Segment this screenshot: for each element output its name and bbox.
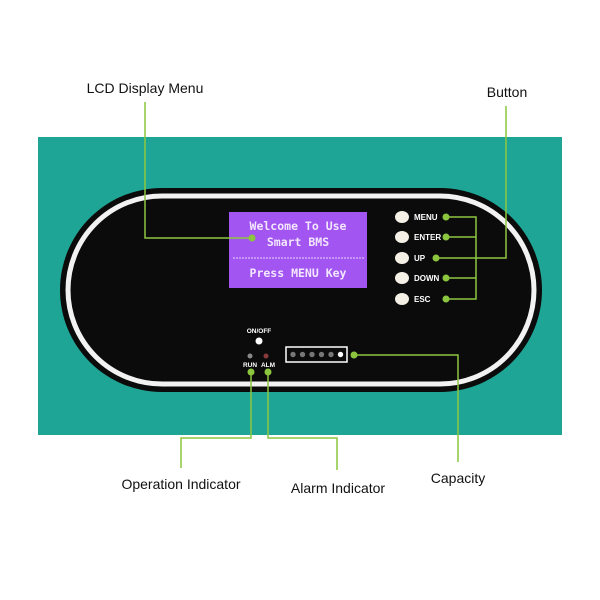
run-label: RUN: [243, 362, 257, 369]
onoff-button[interactable]: [255, 337, 263, 345]
button-label-enter: ENTER: [414, 233, 441, 242]
onoff-label: ON/OFF: [247, 328, 272, 335]
operation-indicator-label: Operation Indicator: [121, 476, 240, 492]
button-down[interactable]: [395, 272, 409, 284]
alarm-indicator-label: Alarm Indicator: [291, 480, 385, 496]
capacity-led: [318, 351, 325, 358]
button-enter[interactable]: [395, 231, 409, 243]
button-label-up: UP: [414, 254, 426, 263]
button-up[interactable]: [395, 252, 409, 264]
capacity-led: [309, 351, 315, 358]
lcd-display-menu-label: LCD Display Menu: [87, 80, 204, 96]
button-label-esc: ESC: [414, 295, 431, 304]
button-label-down: DOWN: [414, 274, 440, 283]
lcd-line-2: Smart BMS: [267, 235, 329, 249]
lcd-line-3: Press MENU Key: [250, 266, 347, 280]
callout-lines: [144, 102, 507, 470]
capacity-led: [328, 351, 334, 358]
lcd-line-1: Welcome To Use: [250, 219, 347, 233]
button-label: Button: [487, 84, 527, 100]
run-led: [247, 353, 253, 359]
lcd-screen: [229, 212, 367, 288]
capacity-led: [290, 351, 296, 358]
button-menu[interactable]: [395, 211, 409, 223]
capacity-indicator: [285, 346, 348, 363]
button-label-menu: MENU: [414, 213, 438, 222]
capacity-led: [337, 351, 344, 358]
capacity-led: [299, 351, 306, 358]
panel-ring: [65, 193, 537, 387]
button-esc[interactable]: [395, 293, 409, 305]
capacity-label: Capacity: [431, 470, 485, 486]
callout-dots: [247, 234, 358, 376]
alm-led: [263, 353, 269, 359]
alm-label: ALM: [261, 362, 275, 369]
